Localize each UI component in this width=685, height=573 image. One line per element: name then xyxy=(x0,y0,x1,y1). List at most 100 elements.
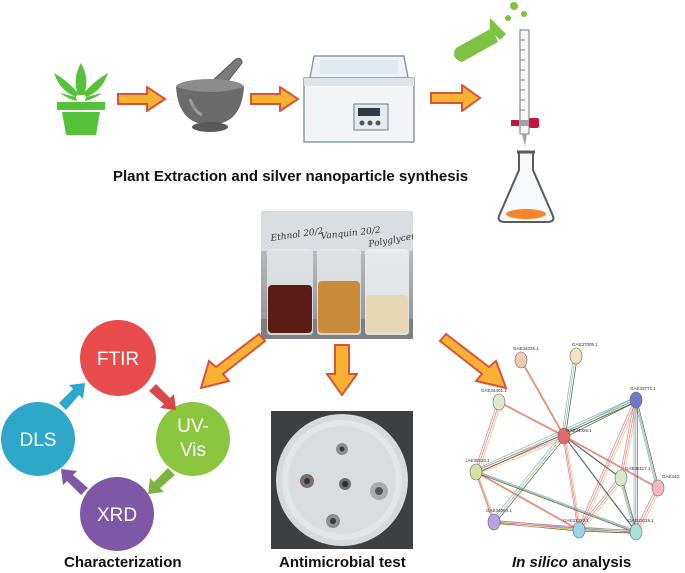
network-edge xyxy=(634,486,658,531)
mortar-pestle-icon xyxy=(176,58,244,132)
network-node-label: GAE34013.1 xyxy=(662,474,680,479)
petri-dish-photo xyxy=(271,411,413,549)
flask-with-bubbles-icon xyxy=(454,2,527,62)
network-node-label: GAE33350.1 xyxy=(563,518,589,523)
network-edge xyxy=(564,436,580,531)
arrow-right-icon xyxy=(430,84,482,112)
network-edge xyxy=(565,400,638,438)
network-edge xyxy=(637,489,661,535)
network-node-label: GAE36117.1 xyxy=(625,466,651,471)
network-edge xyxy=(577,476,621,530)
network-edge xyxy=(477,400,638,474)
network-edge xyxy=(564,436,623,480)
network-edge xyxy=(561,353,575,435)
network-edge xyxy=(497,400,563,436)
arrow-right-icon xyxy=(117,86,167,112)
network-edge xyxy=(473,397,635,471)
network-edge xyxy=(500,403,567,439)
network-edge xyxy=(565,437,582,533)
network-edge xyxy=(579,478,622,531)
network-edge xyxy=(576,527,635,531)
network-node-label: GAE34094.1 xyxy=(486,508,512,513)
network-edge xyxy=(619,398,636,477)
network-edge xyxy=(477,403,502,475)
cycle-arrow-icon xyxy=(59,383,85,410)
antimicrobial-caption: Antimicrobial test xyxy=(279,554,406,571)
network-edge xyxy=(635,399,658,488)
arrow-down-right-icon xyxy=(438,332,508,390)
plant-pot-icon xyxy=(54,63,108,135)
network-edge xyxy=(474,470,578,530)
network-edge xyxy=(561,397,635,435)
network-node xyxy=(629,523,643,540)
network-edge xyxy=(476,472,580,531)
network-edge xyxy=(476,402,500,473)
cycle-arrow-icon xyxy=(149,384,176,410)
network-edge xyxy=(473,469,635,531)
network-edge xyxy=(633,397,657,487)
dls-node xyxy=(1,402,75,476)
network-edge xyxy=(565,437,661,491)
network-node-label: GAE36120.1 xyxy=(466,458,490,463)
network-node xyxy=(469,463,483,481)
uvvis-label-line1: UV- xyxy=(177,416,209,437)
network-node xyxy=(569,347,583,365)
arrow-down-icon xyxy=(326,344,358,396)
water-bath-icon xyxy=(303,55,415,143)
network-edge xyxy=(491,433,563,521)
ftir-label: FTIR xyxy=(97,349,139,370)
network-node-label: GAE34401.1 xyxy=(481,388,507,393)
network-edge xyxy=(477,472,638,534)
insilico-caption-rest: analysis xyxy=(567,554,632,571)
network-edge xyxy=(580,401,639,533)
network-edge xyxy=(521,360,565,437)
network-edge xyxy=(477,437,567,475)
network-edge xyxy=(577,398,636,529)
network-edge xyxy=(494,436,566,524)
dls-label: DLS xyxy=(20,430,57,451)
network-edge xyxy=(563,355,576,436)
network-node xyxy=(492,393,506,411)
characterization-caption: Characterization xyxy=(64,554,182,571)
erlenmeyer-flask-icon xyxy=(497,150,555,223)
network-edge xyxy=(477,473,582,533)
network-node-label: GAE37005.1 xyxy=(572,342,598,347)
network-edge xyxy=(620,477,636,532)
network-edge xyxy=(519,358,564,435)
xrd-label: XRD xyxy=(97,505,137,526)
network-edge xyxy=(522,361,567,439)
network-edge xyxy=(475,399,636,472)
network-node xyxy=(651,479,665,497)
insilico-caption-italic: In silico xyxy=(512,554,568,571)
xrd-node xyxy=(80,477,154,551)
network-edge xyxy=(580,479,624,533)
network-edge xyxy=(493,435,564,522)
uvvis-node xyxy=(156,402,230,476)
network-node xyxy=(487,513,501,531)
uvvis-label-line2: Vis xyxy=(180,440,206,461)
network-edge xyxy=(476,436,565,473)
cycle-arrow-icon xyxy=(61,469,88,495)
network-edge xyxy=(476,472,495,523)
network-edge xyxy=(474,400,499,471)
network-node xyxy=(514,351,528,369)
network-edge xyxy=(636,401,660,490)
network-edge xyxy=(580,530,638,534)
ftir-node xyxy=(80,320,156,396)
network-node-label: GAE34035.1 xyxy=(513,346,539,351)
network-node-label: GAE34026.1 xyxy=(566,428,592,433)
network-edge xyxy=(579,400,637,531)
arrow-right-icon xyxy=(250,86,300,112)
cycle-arrow-icon xyxy=(148,468,175,494)
network-edge xyxy=(563,399,636,436)
arrow-down-left-icon xyxy=(199,332,267,390)
network-node-label: GAE33019.1 xyxy=(628,518,654,523)
network-edge xyxy=(578,529,636,532)
network-edge xyxy=(499,402,565,437)
network-edge xyxy=(475,471,636,532)
characterization-cycle: FTIR UV- Vis XRD DLS xyxy=(1,320,230,551)
burette-icon xyxy=(511,29,539,146)
network-node xyxy=(557,427,571,445)
network-node-label: GAE33772.1 xyxy=(630,386,656,391)
